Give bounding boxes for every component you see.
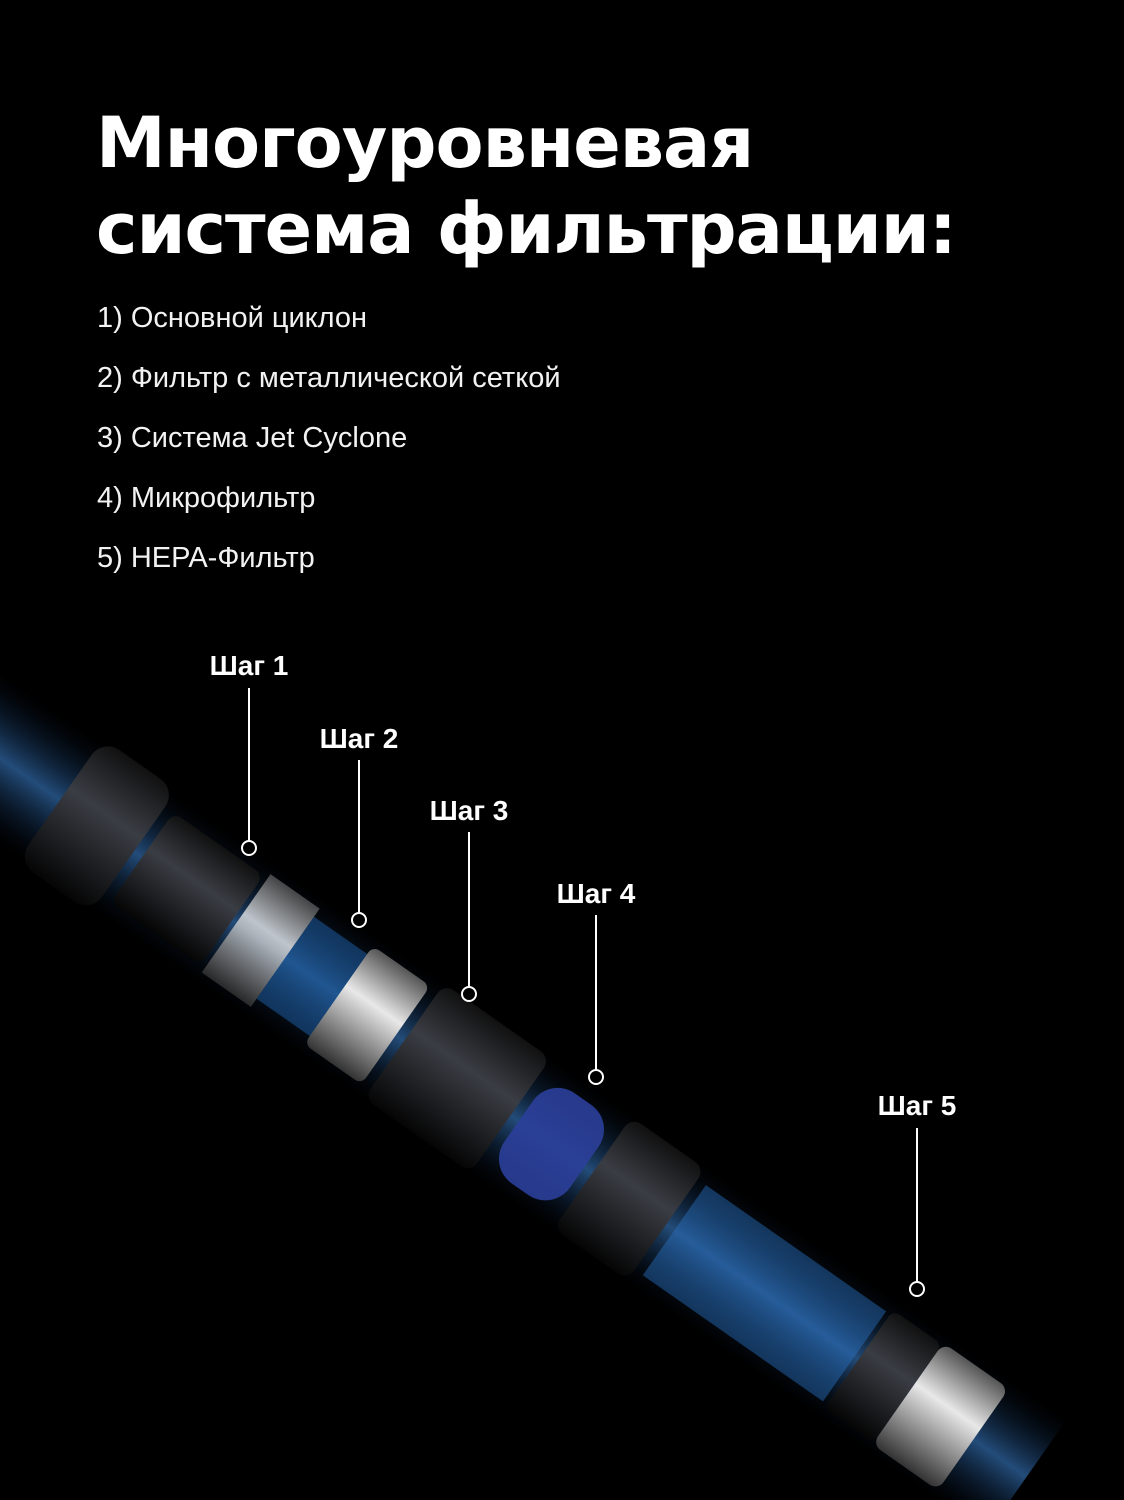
hepa-filter	[876, 1346, 1005, 1487]
metal-mesh-filter	[307, 949, 428, 1082]
list-item: 5) HEPA-Фильтр	[97, 542, 315, 574]
step-4-leader-line	[595, 915, 597, 1071]
step-1-marker	[241, 840, 257, 856]
list-item: 4) Микрофильтр	[97, 482, 316, 514]
step-2-leader-line	[358, 760, 360, 914]
step-2-label: Шаг 2	[319, 723, 399, 754]
list-item: 1) Основной циклон	[97, 302, 368, 334]
stage-list: 1) Основной циклон 2) Фильтр с металличе…	[97, 298, 561, 598]
step-1-label: Шаг 1	[209, 650, 289, 681]
title-line-2: система фильтрации:	[96, 188, 957, 270]
step-5-label: Шаг 5	[877, 1090, 957, 1121]
page-title: Многоуровневая система фильтрации:	[96, 100, 957, 272]
step-3-marker	[461, 986, 477, 1002]
list-item: 3) Система Jet Cyclone	[97, 422, 408, 454]
step-5-marker	[909, 1281, 925, 1297]
step-4-marker	[588, 1069, 604, 1085]
list-item: 2) Фильтр с металлической сеткой	[97, 362, 561, 394]
filter-assembly-illustration	[0, 673, 1067, 1500]
step-1-leader-line	[248, 688, 250, 842]
cyclone-cap	[24, 746, 169, 906]
step-2-marker	[351, 912, 367, 928]
step-5-leader-line	[916, 1128, 918, 1283]
step-4-label: Шаг 4	[556, 878, 636, 909]
step-3-label: Шаг 3	[429, 795, 509, 826]
title-line-1: Многоуровневая	[96, 102, 754, 184]
micro-filter	[498, 1087, 605, 1201]
jet-cyclone	[368, 988, 546, 1169]
step-3-leader-line	[468, 832, 470, 988]
